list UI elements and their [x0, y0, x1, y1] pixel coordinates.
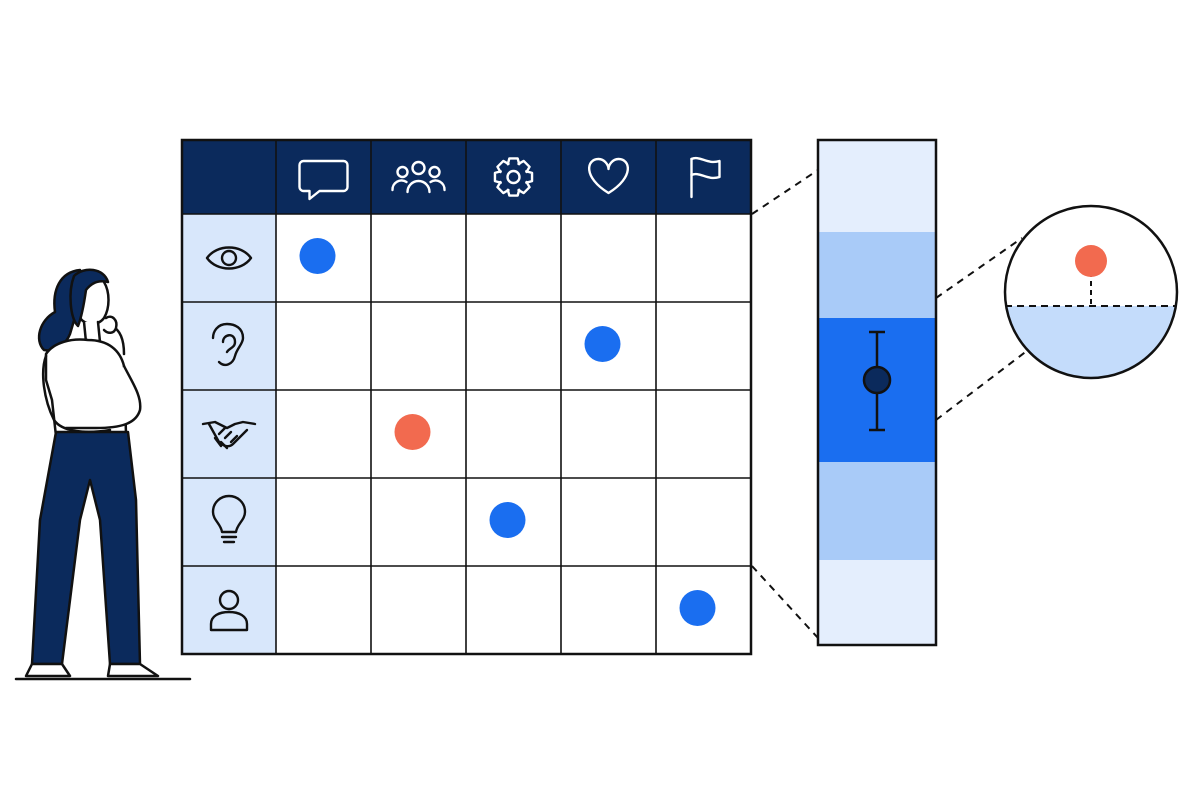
flag-icon	[690, 156, 721, 199]
column-header-2	[493, 157, 534, 197]
error-bar-marker	[862, 330, 892, 432]
strip-border	[816, 138, 938, 647]
eye-icon	[205, 246, 253, 270]
lens-threshold-area	[1005, 306, 1177, 378]
right-shoe	[106, 662, 160, 678]
row-header-2	[201, 420, 257, 450]
zoom-connectors-left	[751, 169, 819, 639]
gear-icon	[493, 157, 534, 197]
strip-band-mid	[818, 462, 936, 560]
matrix-mark-blue	[299, 238, 336, 274]
left-shoe	[24, 662, 72, 678]
ear-icon	[211, 322, 245, 367]
magnifier-lens	[1003, 204, 1179, 380]
handshake-icon	[201, 420, 257, 450]
matrix-grid	[180, 138, 753, 656]
column-header-4	[690, 156, 721, 199]
hand	[102, 315, 118, 334]
zoom-strip	[816, 138, 938, 647]
heart-icon	[588, 157, 629, 195]
arm	[64, 364, 142, 430]
matrix-mark-blue	[584, 326, 621, 362]
column-header-0	[298, 159, 349, 201]
strip-band-light	[818, 140, 936, 232]
user-icon	[209, 589, 249, 632]
row-header-0	[205, 246, 253, 270]
column-header-3	[588, 157, 629, 195]
matrix-border	[180, 138, 753, 656]
matrix-mark-blue	[679, 590, 716, 626]
matrix-mark-blue	[489, 502, 526, 538]
strip-band-mid	[818, 232, 936, 318]
people-group-icon	[391, 160, 446, 194]
thinking-person-illustration	[14, 268, 192, 681]
row-header-3	[211, 494, 247, 544]
pants	[30, 430, 142, 666]
lens-mark-orange	[1075, 245, 1107, 277]
speech-bubble-icon	[298, 159, 349, 201]
row-header-4	[209, 589, 249, 632]
row-header-1	[211, 322, 245, 367]
lens-border	[1003, 204, 1179, 380]
strip-band-light	[818, 560, 936, 645]
matrix-mark-orange	[394, 414, 431, 450]
zoom-connectors-right	[935, 237, 1029, 421]
column-header-1	[391, 160, 446, 194]
lightbulb-icon	[211, 494, 247, 544]
